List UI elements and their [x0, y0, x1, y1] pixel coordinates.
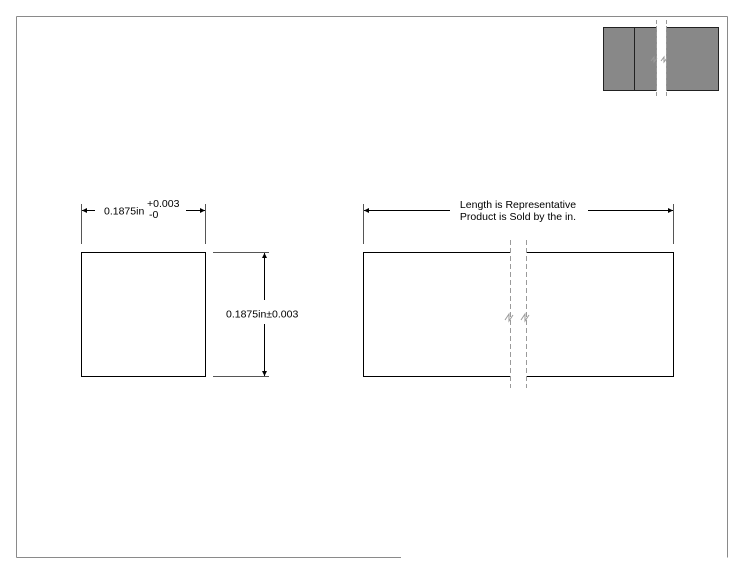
break-symbol-right [520, 312, 530, 323]
break-symbol-left [504, 312, 514, 323]
length-note-line2: Product is Sold by the in. [460, 211, 576, 223]
width-tolerance-minus: -0 [149, 209, 158, 221]
height-dimension: 0.1875in±0.003 [213, 252, 298, 377]
length-view [363, 240, 674, 388]
thumbnail-preview [603, 20, 719, 98]
height-dimension-value: 0.1875in±0.003 [226, 309, 298, 321]
width-dimension: 0.1875in +0.003 -0 [81, 198, 206, 244]
width-dimension-value: 0.1875in [104, 206, 144, 218]
length-note-line1: Length is Representative [460, 199, 576, 211]
length-dimension: Length is Representative Product is Sold… [363, 199, 674, 244]
sheet-border [16, 16, 728, 558]
cross-section-view [81, 252, 206, 377]
width-tolerance-plus: +0.003 [147, 198, 180, 210]
